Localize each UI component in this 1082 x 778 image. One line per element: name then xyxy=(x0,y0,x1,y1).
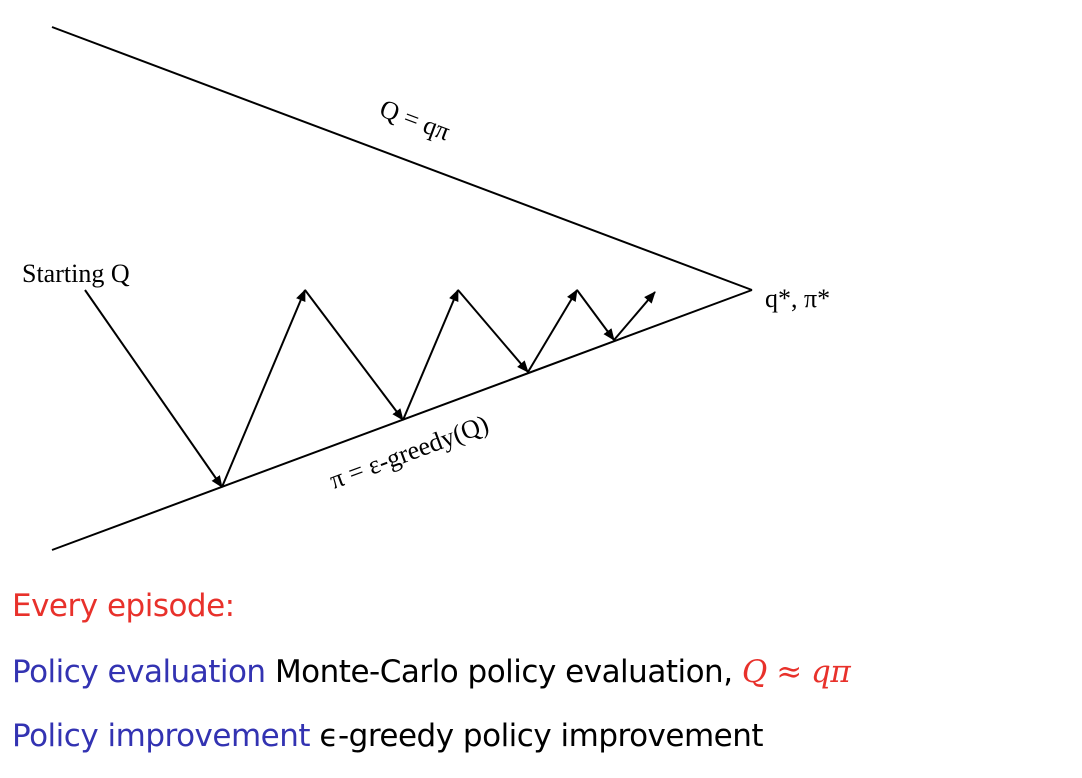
evaluation-arrow xyxy=(457,289,529,373)
evaluation-arrow xyxy=(84,289,223,488)
policy-line-label: π = ε-greedy(Q) xyxy=(326,409,493,494)
policy-evaluation-label: Policy evaluation xyxy=(12,654,266,690)
starting-q-label: Starting Q xyxy=(22,259,130,288)
q-approx-formula: Q ≈ qπ xyxy=(741,654,851,690)
improvement-arrow xyxy=(402,289,459,421)
value-line xyxy=(51,26,753,291)
policy-improvement-row: Policy improvement ϵ-greedy policy impro… xyxy=(12,718,764,754)
improvement-arrow xyxy=(221,289,306,488)
policy-improvement-desc: ϵ-greedy policy improvement xyxy=(319,718,764,754)
every-episode-heading: Every episode: xyxy=(12,588,235,624)
value-line-label: Q = qπ xyxy=(376,94,454,147)
policy-improvement-label: Policy improvement xyxy=(12,718,311,754)
improvement-arrow xyxy=(613,291,656,341)
evaluation-arrow xyxy=(576,289,615,341)
improvement-arrow xyxy=(527,289,578,373)
optimal-label: q*, π* xyxy=(765,284,830,313)
policy-evaluation-desc: Monte-Carlo policy evaluation, xyxy=(274,654,733,690)
policy-evaluation-row: Policy evaluation Monte-Carlo policy eva… xyxy=(12,654,851,690)
evaluation-arrow xyxy=(304,289,404,421)
